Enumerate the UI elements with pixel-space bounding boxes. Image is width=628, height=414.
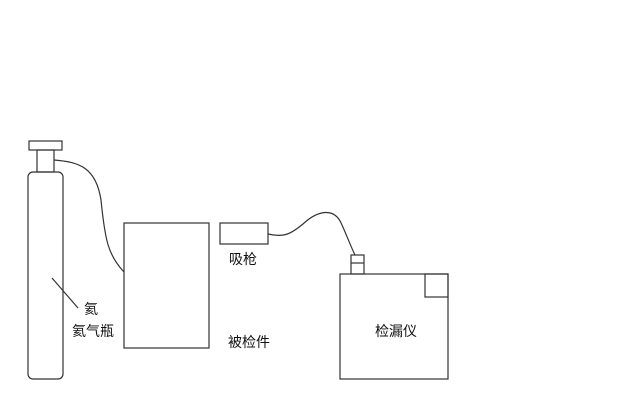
suction-gun-hose — [267, 211, 356, 256]
helium-label: 氦 — [84, 302, 98, 318]
cylinder-valve-stem — [36, 149, 55, 173]
helium-supply-hose — [53, 159, 125, 273]
test-piece-box — [123, 222, 210, 349]
suction-gun-label: 吸枪 — [229, 252, 257, 268]
cylinder-valve-cap — [28, 140, 63, 151]
suction-gun-box — [219, 222, 269, 245]
detector-inlet-port — [350, 254, 365, 275]
cylinder-body — [27, 171, 64, 380]
detector-body — [339, 273, 449, 380]
leak-detector — [339, 254, 449, 380]
test-piece-label: 被检件 — [228, 335, 270, 351]
helium-cylinder-label: 氦气瓶 — [72, 324, 114, 340]
leak-detector-label: 检漏仪 — [375, 324, 417, 340]
helium-cylinder — [27, 140, 79, 380]
detector-display-panel — [424, 273, 449, 298]
cylinder-label-pointer — [51, 277, 79, 309]
